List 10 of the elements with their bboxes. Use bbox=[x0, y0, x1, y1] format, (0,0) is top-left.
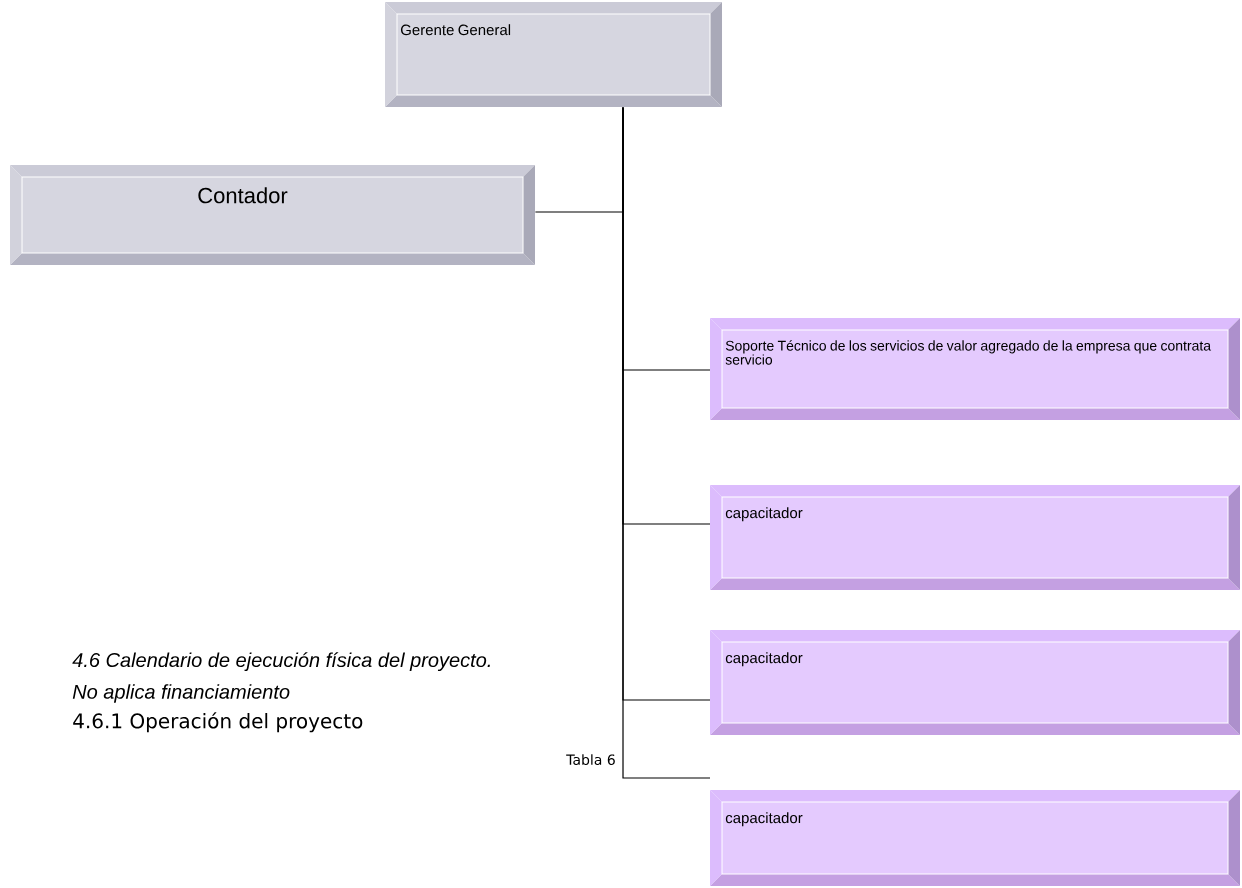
heading: 4.6 Calendario de ejecución física del proyecto. bbox=[72, 652, 490, 672]
table-caption: Tabla 6 bbox=[566, 754, 615, 765]
org-box: Soporte Técnico de los servicios de valor agregado de la empresa que contrata servicio bbox=[710, 318, 1240, 420]
heading: No aplica financiamiento bbox=[72, 684, 290, 703]
org-box: Contador bbox=[10, 165, 535, 265]
org-box: capacitador bbox=[710, 630, 1240, 735]
org-box: capacitador bbox=[710, 790, 1240, 886]
org-box: Gerente General bbox=[385, 2, 722, 107]
org-box: capacitador bbox=[710, 485, 1240, 590]
heading: 4.6.1 Operación del proyecto bbox=[73, 712, 363, 733]
